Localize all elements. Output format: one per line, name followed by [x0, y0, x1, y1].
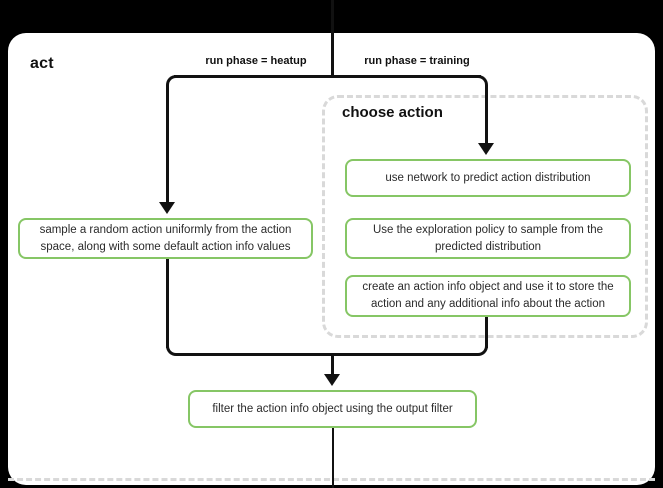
heatup-branch-elbow [166, 75, 182, 91]
heatup-arrowhead [159, 202, 175, 214]
training-arrowhead [478, 143, 494, 155]
node-filter-output[interactable]: filter the action info object using the … [188, 390, 477, 428]
filter-arrowhead [324, 374, 340, 386]
act-container-dashed-bottom [8, 478, 655, 481]
node-create-action-info[interactable]: create an action info object and use it … [345, 275, 631, 317]
choose-action-title: choose action [342, 104, 443, 121]
heatup-branch-vertical [166, 86, 169, 204]
left-merge-horizontal [176, 353, 332, 356]
heatup-branch-horizontal [174, 75, 332, 78]
node-use-network[interactable]: use network to predict action distributi… [345, 159, 631, 197]
training-branch-elbow [472, 75, 488, 91]
exit-connector [332, 428, 334, 488]
node-exploration-policy[interactable]: Use the exploration policy to sample fro… [345, 218, 631, 259]
node-sample-random-action[interactable]: sample a random action uniformly from th… [18, 218, 313, 259]
left-merge-elbow [166, 340, 182, 356]
edge-label-heatup: run phase = heatup [205, 55, 307, 67]
training-branch-vertical [485, 86, 488, 145]
edge-label-training: run phase = training [364, 55, 470, 67]
left-merge-vertical [166, 258, 169, 348]
entry-connector [331, 0, 334, 78]
training-branch-horizontal [331, 75, 481, 78]
merged-connector [331, 353, 334, 377]
right-merge-elbow [472, 340, 488, 356]
right-merge-vertical [485, 317, 488, 348]
act-title: act [30, 55, 54, 72]
right-merge-horizontal [331, 353, 477, 356]
